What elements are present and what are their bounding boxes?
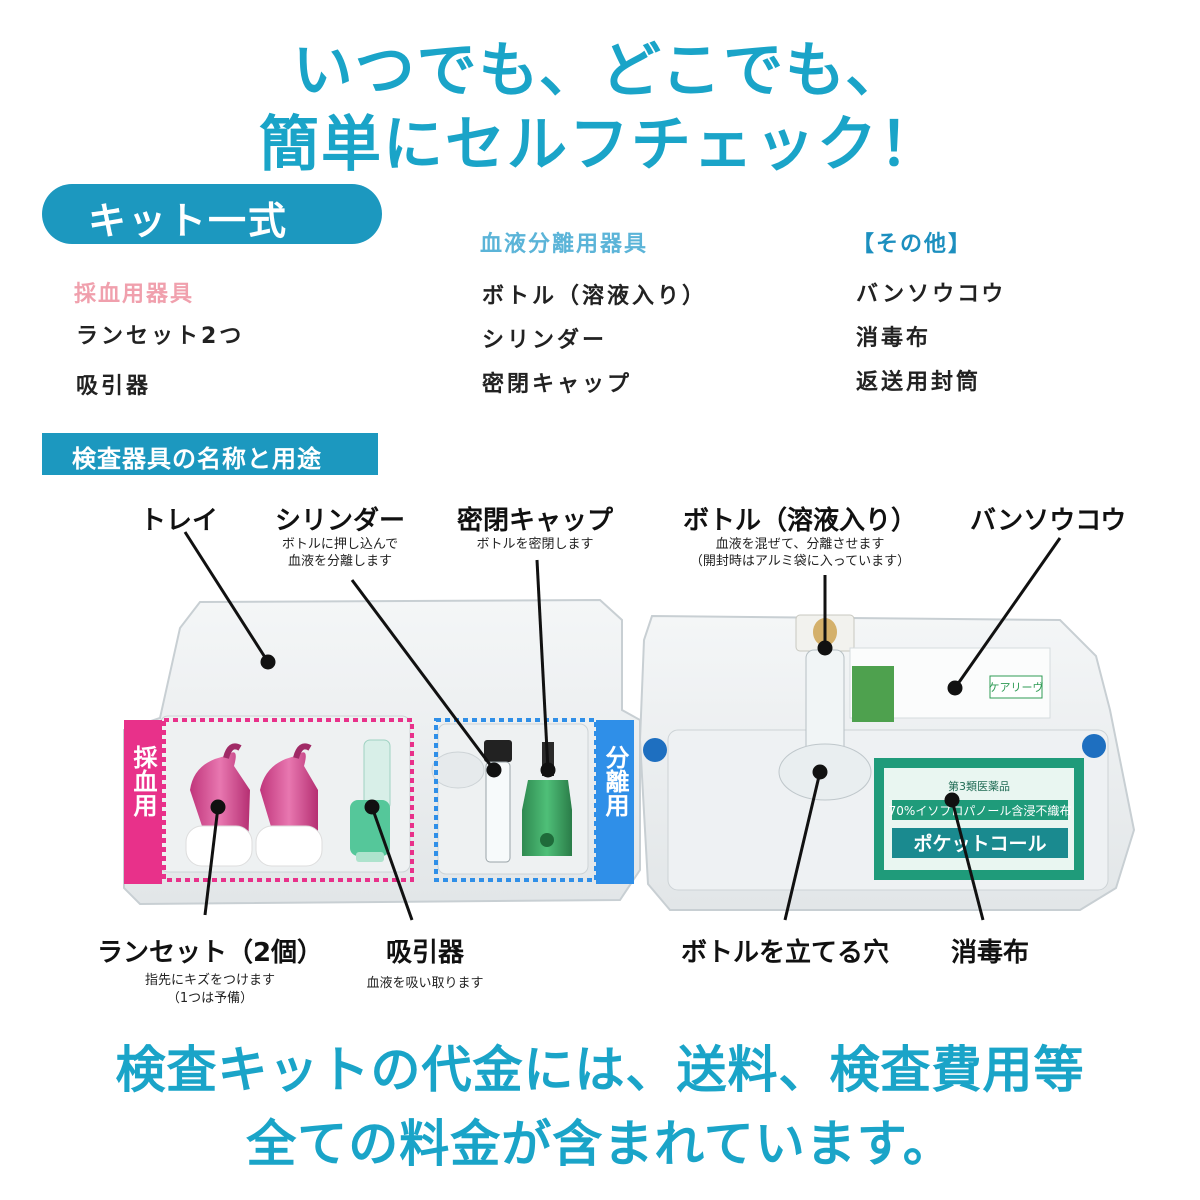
wipe-packet: 第3類医薬品 70%イソプロパノール含浸不織布 ポケットコール <box>874 758 1084 880</box>
desc-bottle-2: （開封時はアルミ袋に入っています） <box>689 554 911 569</box>
desc-suction: 血液を吸い取ります <box>366 976 484 991</box>
wipe-pack-top: 第3類医薬品 <box>948 779 1010 793</box>
desc-cap: ボトルを密閉します <box>476 537 594 552</box>
separation-tag: 分離用 <box>596 745 634 827</box>
separation-box <box>434 718 598 882</box>
blood-collection-tag-text: 採血用 <box>129 745 157 817</box>
label-suction: 吸引器 <box>385 938 464 968</box>
section-title-bar: 検査器具の名称と用途 <box>42 433 378 475</box>
leader-tray <box>183 531 270 663</box>
leader-dot <box>260 654 276 670</box>
separation-tag-bg <box>596 720 634 884</box>
list-item: ランセット2つ <box>76 324 245 349</box>
desc-cylinder-2: 血液を分離します <box>287 554 392 569</box>
list-item: 消毒布 <box>856 326 932 351</box>
category-other: 【その他】 <box>852 232 973 257</box>
label-bottle-hole: ボトルを立てる穴 <box>680 938 889 968</box>
desc-cylinder-1: ボトルに押し込んで <box>281 537 399 552</box>
leader-bandage <box>953 537 1062 689</box>
label-bottle: ボトル（溶液入り） <box>682 506 917 536</box>
category-blood-collection: 採血用器具 <box>74 282 195 307</box>
list-item: ボトル（溶液入り） <box>482 284 708 309</box>
footer-line-1: 検査キットの代金には、送料、検査費用等 <box>115 1041 1085 1099</box>
kit-title: キット一式 <box>88 199 289 243</box>
label-bandage: バンソウコウ <box>970 506 1127 536</box>
label-lancet: ランセット（2個） <box>96 938 324 968</box>
bandage-brand: ケアリーヴ <box>989 680 1044 694</box>
kit-tray-illustration: ケアリーヴ 第3類医薬品 70%イソプロパノール含浸不織布 ポケットコール <box>123 531 1136 921</box>
desc-lancet-1: 指先にキズをつけます <box>144 973 275 988</box>
separation-tag-text: 分離用 <box>601 745 629 817</box>
lancet-2 <box>255 743 323 867</box>
blood-collection-tag-bg <box>124 720 162 884</box>
category-separation: 血液分離用器具 <box>480 232 649 257</box>
leader-bottle-hole <box>783 771 822 921</box>
kit-title-pill: キット一式 <box>42 184 382 244</box>
list-item: シリンダー <box>482 328 608 353</box>
wipe-pack-name: ポケットコール <box>913 832 1046 855</box>
label-wipe: 消毒布 <box>950 938 1029 968</box>
list-item: 密閉キャップ <box>482 372 633 397</box>
leader-suction <box>370 806 414 921</box>
desc-lancet-2: （1つは予備） <box>166 991 254 1006</box>
label-cap: 密閉キャップ <box>456 506 613 536</box>
suction-device <box>350 739 391 862</box>
leader-wipe <box>950 799 985 921</box>
section-title: 検査器具の名称と用途 <box>72 445 322 473</box>
headline-line-2: 簡単にセルフチェック！ <box>259 110 941 180</box>
label-tray: トレイ <box>140 506 219 536</box>
blood-collection-tag: 採血用 <box>124 745 162 827</box>
cylinder <box>484 740 512 863</box>
label-cylinder: シリンダー <box>274 506 405 536</box>
list-item: バンソウコウ <box>856 282 1007 307</box>
bandage: ケアリーヴ <box>849 647 1051 722</box>
headline-line-1: いつでも、どこでも、 <box>292 36 908 106</box>
desc-bottle-1: 血液を混ぜて、分離させます <box>715 537 885 552</box>
list-item: 返送用封筒 <box>856 370 982 395</box>
leader-cylinder <box>350 579 496 771</box>
wipe-pack-line: 70%イソプロパノール含浸不織布 <box>889 803 1072 818</box>
leader-lancet <box>203 806 220 916</box>
leader-lines <box>183 531 1062 921</box>
blood-collection-box <box>162 718 414 882</box>
leader-cap <box>535 559 550 771</box>
list-item: 吸引器 <box>76 374 152 399</box>
footer-line-2: 全ての料金が含まれています。 <box>246 1115 954 1173</box>
